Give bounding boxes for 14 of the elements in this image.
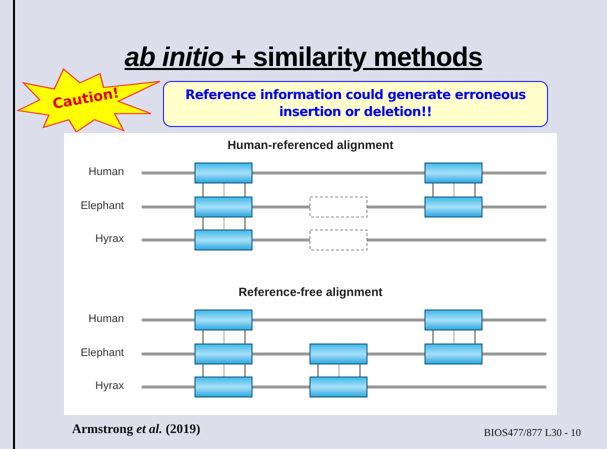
caution-starburst bbox=[16, 66, 162, 132]
row-label: Human bbox=[88, 313, 124, 325]
caution-text: Caution! bbox=[50, 84, 122, 114]
citation: Armstrong et al. (2019) bbox=[72, 421, 200, 437]
panel-heading: Reference-free alignment bbox=[237, 285, 384, 299]
panel-heading: Human-referenced alignment bbox=[226, 138, 395, 152]
row-label: Hyrax bbox=[95, 233, 124, 245]
slide-title: ab initio + similarity methods bbox=[124, 42, 484, 73]
slide-footer: BIOS477/877 L30 - 10 bbox=[484, 428, 581, 439]
row-label: Hyrax bbox=[95, 380, 124, 392]
row-label: Elephant bbox=[80, 200, 124, 212]
row-label: Elephant bbox=[80, 347, 124, 359]
row-label: Human bbox=[88, 166, 124, 178]
callout-box: Reference information could generate erroneous insertion or deletion!! bbox=[163, 81, 548, 127]
